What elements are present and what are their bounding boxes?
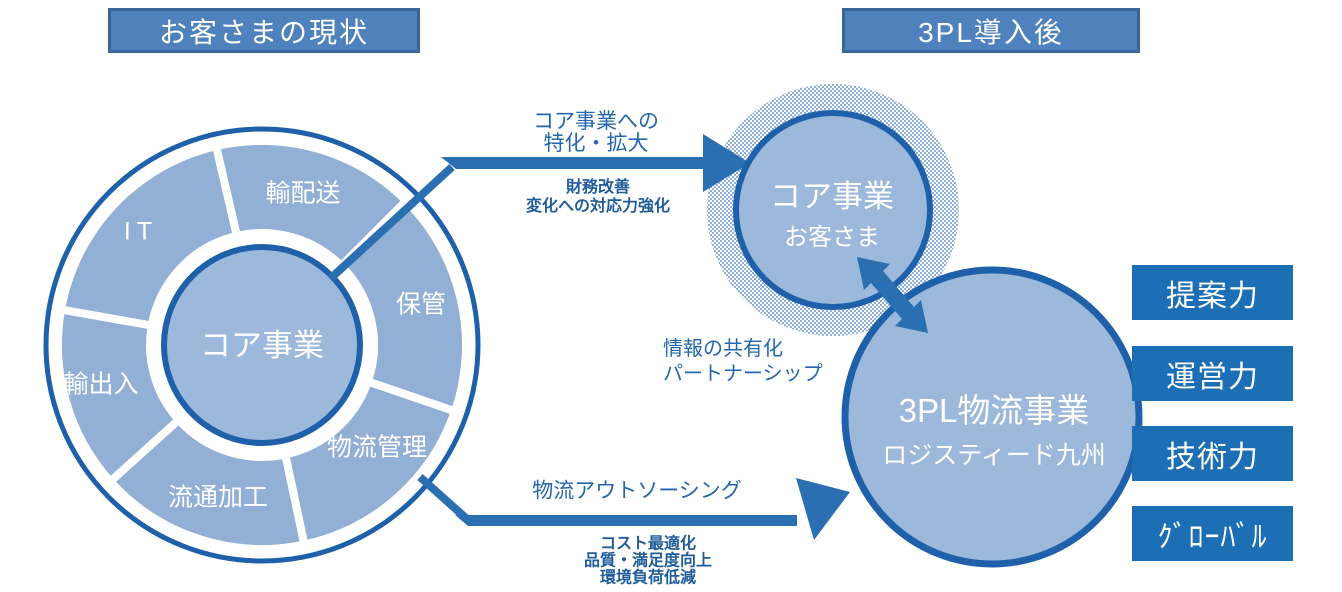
top-arrow-tail-line bbox=[328, 164, 455, 281]
segment-label-yuhaiso: 輸配送 bbox=[265, 179, 341, 208]
partnership-line1: 情報の共有化 bbox=[663, 338, 783, 360]
donut-segment-butsuryukanri bbox=[280, 376, 460, 550]
logistics-circle-subtitle: ロジスティード九州 bbox=[882, 441, 1106, 470]
bottom-arrow-benefit-line1: コスト最適化 bbox=[599, 535, 697, 553]
bottom-arrow-tail-line bbox=[417, 474, 471, 523]
capability-box-global: ｸﾞﾛｰﾊﾞﾙ bbox=[1132, 506, 1293, 561]
top-arrow-head bbox=[703, 134, 750, 192]
segment-label-butsuryukanri: 物流管理 bbox=[326, 433, 428, 462]
left-title-label: お客さまの現状 bbox=[158, 16, 369, 48]
customer-circle-subtitle: お客さま bbox=[784, 223, 880, 251]
segment-label-hokan: 保管 bbox=[395, 290, 447, 319]
bottom-arrow-label: 物流アウトソーシング bbox=[532, 479, 742, 503]
top-arrow-benefit-line1: 財務改善 bbox=[565, 179, 631, 196]
capability-label-uneiryoku: 運営力 bbox=[1166, 360, 1259, 394]
capability-box-uneiryoku: 運営力 bbox=[1132, 346, 1293, 401]
bottom-arrow-benefit-line2: 品質・満足度向上 bbox=[583, 552, 713, 570]
donut-segments bbox=[54, 136, 470, 553]
right-title-box: 3PL導入後 bbox=[842, 8, 1140, 53]
capability-box-gijutsuryoku: 技術力 bbox=[1132, 426, 1293, 481]
donut-center-label: コア事業 bbox=[200, 327, 324, 363]
double-arrow bbox=[857, 257, 928, 333]
bottom-arrow-shaft bbox=[455, 515, 797, 526]
capability-label-gijutsuryoku: 技術力 bbox=[1166, 440, 1259, 474]
bottom-arrow-benefit-line3: 環境負荷低減 bbox=[599, 569, 697, 587]
left-title-box: お客さまの現状 bbox=[108, 8, 420, 53]
bottom-arrow-benefits: コスト最適化 品質・満足度向上 環境負荷低減 bbox=[584, 536, 712, 587]
customer-circle bbox=[733, 110, 933, 310]
donut-center-circle bbox=[161, 244, 363, 446]
donut-segment-yuhaiso bbox=[211, 136, 412, 272]
top-arrow-benefit-line2: 変化への対応力強化 bbox=[525, 198, 671, 215]
partnership-line2: パートナーシップ bbox=[663, 363, 823, 385]
top-arrow-label: コア事業への 特化・拡大 bbox=[533, 111, 659, 155]
top-arrow-label-line1: コア事業への bbox=[533, 110, 659, 133]
segment-label-yushutsunyu: 輸出入 bbox=[63, 370, 139, 399]
donut-segment-it bbox=[56, 141, 242, 331]
partnership-label: 情報の共有化 パートナーシップ bbox=[663, 337, 823, 387]
capability-label-teianryoku: 提案力 bbox=[1166, 279, 1259, 313]
segment-label-it: IT bbox=[123, 217, 159, 246]
capability-label-global: ｸﾞﾛｰﾊﾞﾙ bbox=[1157, 520, 1268, 554]
right-title-label: 3PL導入後 bbox=[918, 16, 1064, 48]
top-arrow-benefits: 財務改善 変化への対応力強化 bbox=[526, 178, 670, 216]
customer-circle-title: コア事業 bbox=[770, 178, 894, 214]
segment-label-ryutsukako: 流通加工 bbox=[167, 483, 269, 512]
top-arrow-shaft bbox=[441, 157, 703, 169]
logistics-circle bbox=[841, 266, 1143, 568]
top-arrow-label-line2: 特化・拡大 bbox=[543, 132, 649, 155]
logistics-circle-title: 3PL物流事業 bbox=[898, 391, 1090, 429]
capability-box-teianryoku: 提案力 bbox=[1132, 265, 1293, 320]
bottom-arrow-head bbox=[796, 478, 850, 540]
